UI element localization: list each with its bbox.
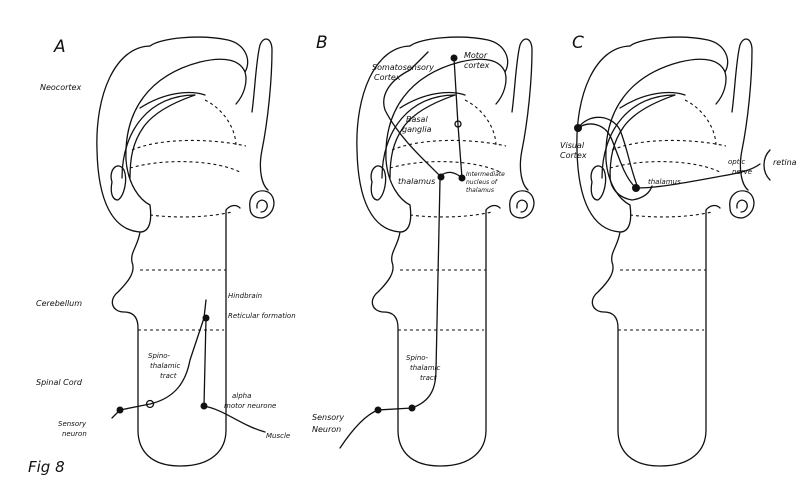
- label-spinal-cord: Spinal Cord: [36, 378, 83, 387]
- figure-label: Fig 8: [28, 458, 65, 476]
- panel-b-label-somato1: Somatosensory: [372, 63, 434, 72]
- panel-c: C Visual Cortex thalamus optic nerve ret…: [560, 33, 797, 467]
- panel-b-label-spino2: thalamic: [410, 364, 440, 372]
- panel-b-letter: B: [316, 33, 328, 53]
- panel-a-synapse: [145, 399, 155, 409]
- panel-a-reticular-dot: [202, 314, 210, 322]
- panel-a-label-alpha2: motor neurone: [224, 402, 276, 410]
- panel-a-label-muscle: Muscle: [266, 432, 290, 440]
- panel-a-label-sensory: Sensory: [58, 420, 87, 428]
- panel-c-label-visual1: Visual: [560, 141, 585, 150]
- panel-a-label-alpha1: alpha: [232, 392, 251, 400]
- panel-b-sensory-soma: [374, 406, 382, 414]
- panel-a-label-spino2: thalamic: [150, 362, 180, 370]
- panel-b-label-spino1: Spino-: [406, 354, 429, 362]
- panel-b-intermediate-dot: [458, 174, 466, 182]
- panel-c-label-optic2: nerve: [732, 168, 752, 176]
- panel-c-label-visual2: Cortex: [560, 151, 587, 160]
- panel-b-label-motor2: cortex: [464, 61, 490, 70]
- panel-b-label-spino3: tract: [420, 374, 437, 382]
- panel-c-letter: C: [572, 33, 584, 53]
- panel-a-motor-soma: [200, 402, 208, 410]
- panel-c-visual-path: [577, 123, 635, 187]
- panel-a-label-spino3: tract: [160, 372, 177, 380]
- panel-b: B Somatosensory Cortex Motor cortex Basa…: [312, 33, 535, 467]
- panel-b-synapse: [408, 404, 416, 412]
- panel-c-label-retina: retina: [773, 158, 797, 167]
- panel-c-optic-path: [637, 163, 761, 189]
- panel-b-thalamus-to-cortex: [383, 51, 441, 177]
- panel-c-retina-mark: [763, 149, 771, 181]
- panel-b-label-sensory2: Neuron: [312, 425, 341, 434]
- panel-b-basal-dot: [454, 120, 462, 128]
- label-neocortex: Neocortex: [40, 83, 81, 92]
- panel-b-sensory-path: [339, 179, 441, 449]
- panel-b-label-sensory1: Sensory: [312, 413, 344, 422]
- panel-a-motor-path: [203, 317, 266, 433]
- panel-b-motor-path: [453, 57, 463, 179]
- panel-b-label-inter3: thalamus: [466, 187, 494, 194]
- panel-a-spinothalamic-path: [119, 299, 207, 411]
- label-cerebellum: Cerebellum: [36, 299, 82, 308]
- panel-b-motor-dot: [450, 54, 458, 62]
- panel-a-label-neuron: neuron: [62, 430, 87, 438]
- panel-b-label-inter2: nucleus of: [466, 179, 498, 186]
- panel-c-label-optic1: optic: [728, 158, 745, 166]
- panel-a-letter: A: [53, 37, 66, 57]
- panel-b-label-somato2: Cortex: [374, 73, 401, 82]
- panel-b-label-motor1: Motor: [464, 51, 488, 60]
- panel-a-label-spino1: Spino-: [148, 352, 171, 360]
- panel-b-thalamus-dot: [437, 173, 445, 181]
- panel-b-label-inter1: Intermediate: [466, 171, 505, 178]
- panel-a-label-reticular: Reticular formation: [228, 312, 296, 320]
- panel-b-label-basal2: ganglia: [402, 125, 432, 134]
- panel-c-visual-dot: [574, 124, 582, 132]
- panel-c-visual-path2: [577, 116, 639, 189]
- panel-c-thalamus-dot: [632, 184, 640, 192]
- panel-a: A Hindbrain Reticular formation Spino- t…: [53, 36, 296, 467]
- panel-c-label-thalamus: thalamus: [648, 178, 681, 186]
- panel-a-label-hindbrain: Hindbrain: [228, 292, 262, 300]
- panel-b-label-basal1: Basal: [406, 115, 428, 124]
- panel-b-label-thalamus: thalamus: [398, 177, 435, 186]
